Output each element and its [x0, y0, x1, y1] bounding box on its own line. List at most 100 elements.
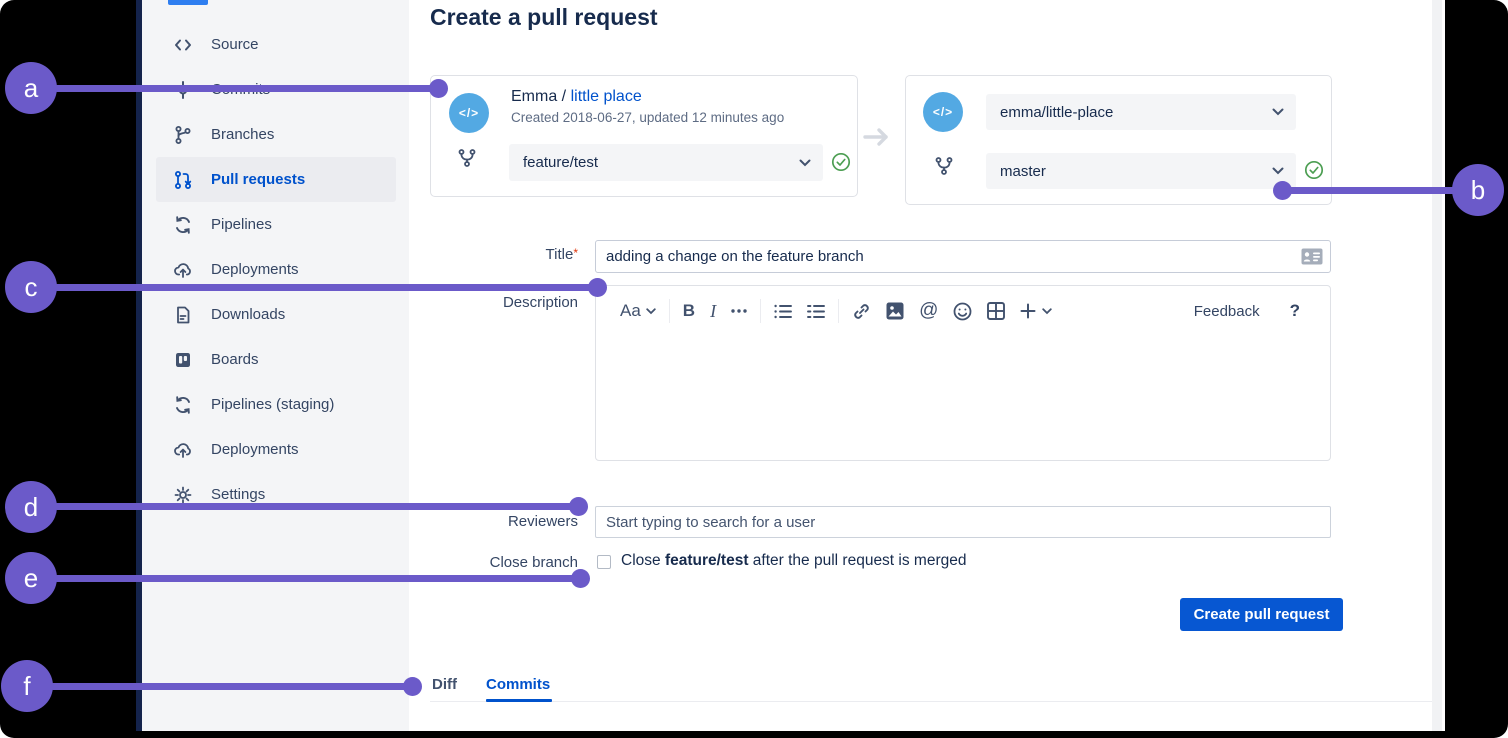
text-style-label: Aa	[620, 301, 641, 320]
reviewers-input[interactable]	[595, 506, 1331, 538]
image-icon[interactable]	[886, 302, 904, 320]
chevron-down-icon	[1272, 108, 1284, 116]
tab-commits[interactable]: Commits	[486, 676, 551, 693]
selected-branch: master	[1000, 162, 1046, 180]
numbered-list-icon[interactable]	[807, 304, 826, 319]
app-window: Source Commits Branches	[136, 0, 1445, 731]
tab-diff[interactable]: Diff	[432, 676, 457, 693]
source-repo-card: </> Emma / little place Created 2018-06-…	[430, 75, 858, 197]
description-label: Description	[502, 294, 578, 311]
sidebar-item-source[interactable]: Source	[142, 22, 409, 67]
more-formatting-icon[interactable]	[731, 309, 747, 313]
mention-icon[interactable]: @	[919, 300, 939, 321]
downloads-icon	[172, 304, 194, 326]
destination-branch-select[interactable]: master	[986, 153, 1296, 189]
gear-icon	[172, 484, 194, 506]
close-branch-name: feature/test	[664, 552, 749, 569]
sidebar-item-label: Source	[211, 36, 259, 53]
bold-button[interactable]: B	[682, 301, 696, 320]
branches-icon	[172, 124, 194, 146]
emoji-icon[interactable]	[953, 302, 972, 321]
close-branch-label: Close branch	[489, 554, 578, 571]
sidebar-item-pipelines-staging[interactable]: Pipelines (staging)	[142, 382, 409, 427]
annotation-dot-f	[403, 677, 422, 696]
chevron-down-icon	[1272, 167, 1284, 175]
description-editor[interactable]: Aa B I	[595, 285, 1331, 461]
insert-more-button[interactable]	[1020, 303, 1053, 319]
contact-card-icon[interactable]	[1301, 248, 1323, 265]
close-branch-text-prefix: Close	[621, 552, 665, 569]
boards-icon	[172, 349, 194, 371]
sidebar-item-pipelines[interactable]: Pipelines	[142, 202, 409, 247]
annotation-line-e	[54, 575, 580, 582]
text-style-button[interactable]: Aa	[620, 301, 656, 321]
pull-requests-icon	[172, 169, 194, 191]
repo-link[interactable]: little place	[570, 88, 642, 105]
branch-valid-check-icon	[1304, 160, 1324, 180]
sidebar-item-label: Deployments	[211, 261, 299, 278]
annotation-marker-b: b	[1452, 164, 1504, 216]
annotation-line-b	[1284, 187, 1456, 194]
tab-divider	[430, 701, 1432, 702]
sidebar-item-label: Pipelines (staging)	[211, 396, 335, 413]
sidebar-item-pull-requests[interactable]: Pull requests	[156, 157, 396, 202]
bullet-list-icon[interactable]	[774, 304, 793, 319]
editor-toolbar: Aa B I	[596, 286, 1330, 323]
annotation-dot-b	[1273, 181, 1292, 200]
deployments-icon	[172, 259, 194, 281]
sidebar-item-label: Settings	[211, 486, 266, 503]
table-icon[interactable]	[987, 302, 1006, 320]
annotation-line-f	[50, 683, 412, 690]
active-tab-indicator	[486, 699, 552, 702]
create-pull-request-button[interactable]: Create pull request	[1180, 598, 1343, 631]
sidebar-item-downloads[interactable]: Downloads	[142, 292, 409, 337]
destination-repo-select[interactable]: emma/little-place	[986, 94, 1296, 130]
annotation-marker-a: a	[5, 62, 57, 114]
close-branch-text-suffix: after the pull request is merged	[748, 552, 967, 569]
annotation-dot-e	[571, 569, 590, 588]
sidebar-item-deployments[interactable]: Deployments	[142, 247, 409, 292]
selected-repo: emma/little-place	[1000, 103, 1114, 121]
page-title: Create a pull request	[430, 4, 658, 30]
repo-owner: Emma	[511, 88, 558, 105]
toolbar-divider	[838, 299, 840, 323]
annotation-marker-d: d	[5, 481, 57, 533]
title-label-text: Title	[545, 246, 574, 263]
annotation-dot-c	[588, 278, 607, 297]
sidebar-nav: Source Commits Branches	[142, 22, 409, 517]
annotation-marker-e: e	[5, 552, 57, 604]
close-branch-checkbox[interactable]	[597, 555, 611, 569]
merge-direction-arrow-icon	[862, 124, 892, 150]
sidebar-item-branches[interactable]: Branches	[142, 112, 409, 157]
sidebar-item-deployments-2[interactable]: Deployments	[142, 427, 409, 472]
branch-icon	[457, 148, 477, 168]
sidebar-item-label: Branches	[211, 126, 275, 143]
selected-branch: feature/test	[523, 154, 599, 171]
scrollbar-track[interactable]	[1432, 0, 1442, 731]
annotation-dot-d	[569, 497, 588, 516]
deployments-icon	[172, 439, 194, 461]
link-icon[interactable]	[852, 302, 871, 321]
sidebar-avatar-edge	[168, 0, 208, 5]
annotation-dot-a	[429, 79, 448, 98]
repo-avatar: </>	[449, 93, 489, 133]
reviewers-label: Reviewers	[507, 513, 578, 530]
annotation-line-d	[54, 503, 578, 510]
sidebar-item-label: Deployments	[211, 441, 299, 458]
repo-breadcrumb: Emma / little place	[511, 88, 642, 106]
title-input[interactable]	[595, 240, 1331, 273]
annotation-line-a	[54, 85, 438, 92]
required-asterisk: *	[573, 246, 578, 260]
feedback-link[interactable]: Feedback	[1193, 302, 1260, 320]
sidebar-item-settings[interactable]: Settings	[142, 472, 409, 517]
annotation-marker-f: f	[1, 660, 53, 712]
source-branch-select[interactable]: feature/test	[509, 144, 823, 181]
italic-button[interactable]: I	[710, 300, 717, 321]
toolbar-divider	[668, 299, 670, 323]
description-textarea[interactable]	[596, 323, 1330, 433]
sidebar-item-boards[interactable]: Boards	[142, 337, 409, 382]
code-icon	[172, 34, 194, 56]
editor-help-button[interactable]: ?	[1289, 301, 1300, 320]
destination-repo-card: </> emma/little-place master	[905, 75, 1332, 205]
